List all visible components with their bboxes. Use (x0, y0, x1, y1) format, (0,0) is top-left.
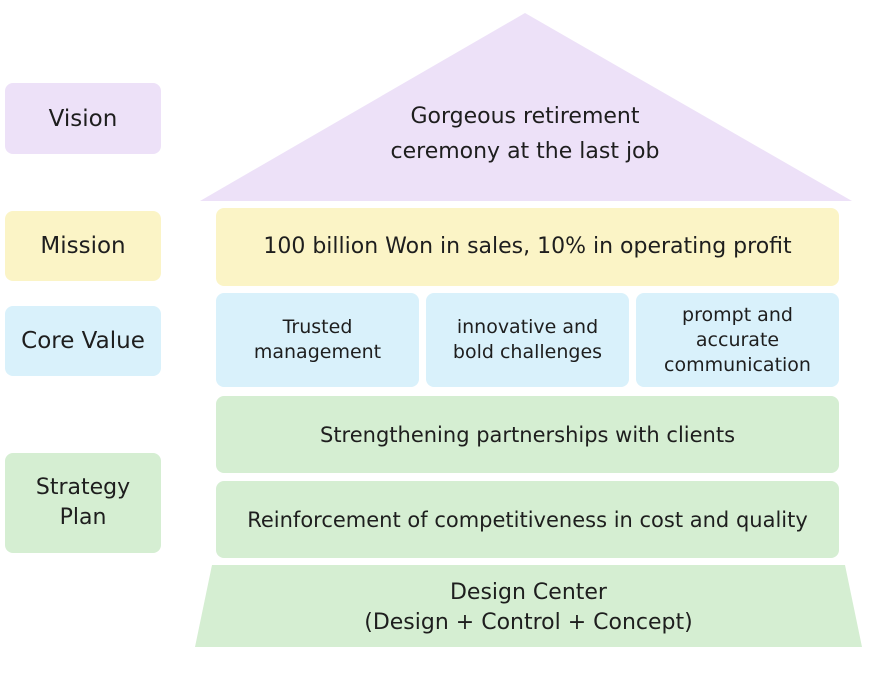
core-value-box: Trusted management (216, 293, 419, 387)
core-value-label-text: Core Value (21, 328, 145, 354)
vision-text-area: Gorgeous retirement ceremony at the last… (300, 98, 750, 170)
core-value-text: Trusted management (253, 316, 382, 363)
vision-roof-triangle (200, 13, 852, 201)
vision-label-text: Vision (48, 105, 118, 132)
foundation-text: Design Center (Design + Control + Concep… (364, 580, 693, 635)
foundation-text-area: Design Center (Design + Control + Concep… (212, 573, 845, 643)
core-value-box: innovative and bold challenges (426, 293, 629, 387)
core-value-box: prompt and accurate communication (636, 293, 839, 387)
vision-label: Vision (5, 83, 161, 154)
strategy-plan-label: Strategy Plan (5, 453, 161, 553)
core-value-label: Core Value (5, 306, 161, 376)
foundation-trapezoid (195, 565, 862, 647)
core-value-text: prompt and accurate communication (664, 303, 811, 376)
strategy-box: Strengthening partnerships with clients (216, 396, 839, 473)
mission-text: 100 billion Won in sales, 10% in operati… (263, 234, 792, 259)
mission-label-text: Mission (40, 233, 126, 259)
strategy-plan-label-text: Strategy Plan (35, 475, 131, 530)
strategy-text: Reinforcement of competitiveness in cost… (247, 507, 808, 532)
core-value-text: innovative and bold challenges (452, 316, 603, 363)
mission-label: Mission (5, 211, 161, 281)
strategy-box: Reinforcement of competitiveness in cost… (216, 481, 839, 558)
mission-box: 100 billion Won in sales, 10% in operati… (216, 208, 839, 286)
vision-text: Gorgeous retirement ceremony at the last… (390, 104, 660, 164)
strategy-text: Strengthening partnerships with clients (319, 422, 736, 447)
